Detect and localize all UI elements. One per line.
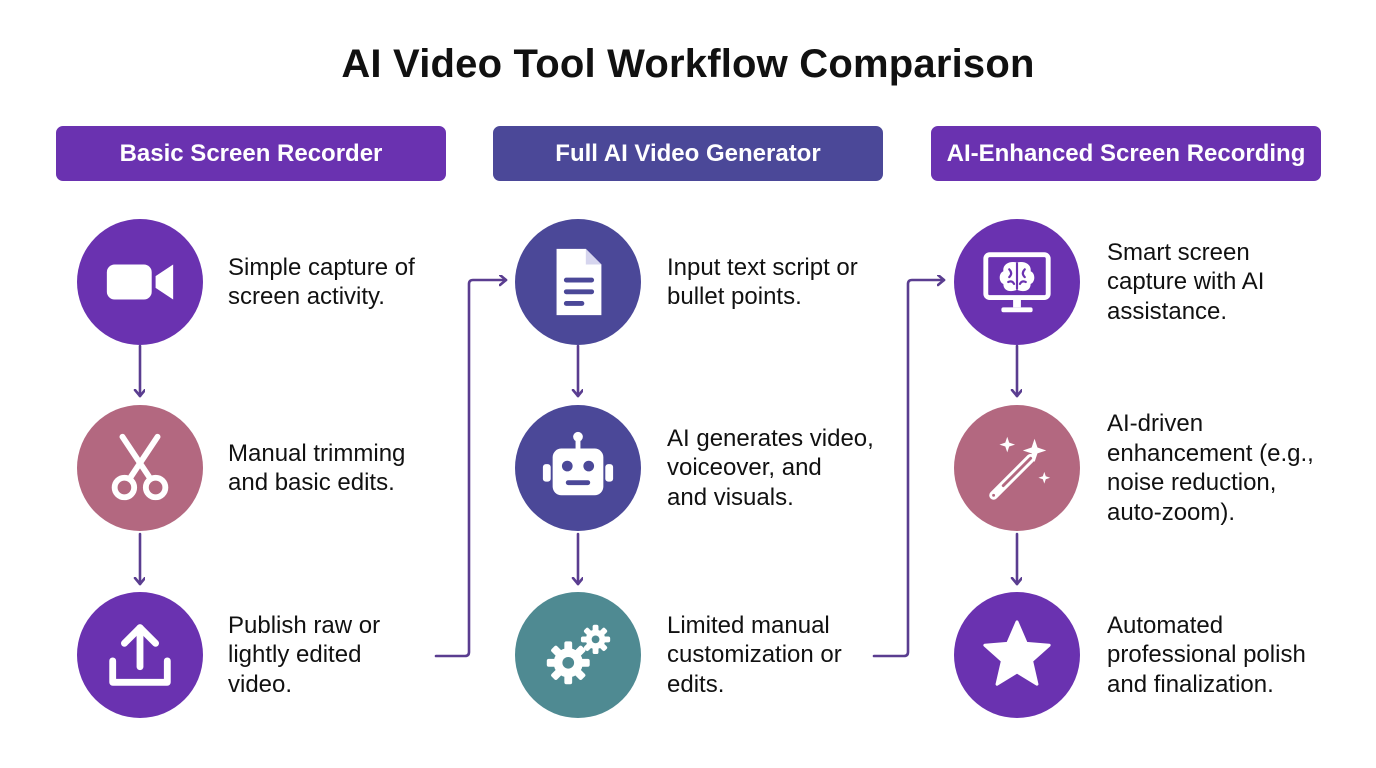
connector-col2-to-col3: [872, 280, 946, 658]
column-header-full-ai-video-generator: Full AI Video Generator: [493, 126, 883, 181]
upload-icon: [109, 624, 171, 686]
step-text-col2-3: Limited manual customization or edits.: [667, 611, 842, 698]
column-header-basic-screen-recorder: Basic Screen Recorder: [56, 126, 446, 181]
step-text-col3-1: Smart screen capture with AI assistance.: [1107, 238, 1265, 325]
step-circle-ai-generates: [515, 405, 641, 531]
step-text-col1-2: Manual trimming and basic edits.: [228, 439, 406, 497]
connector-col1-to-col2: [434, 280, 508, 658]
document-icon: [556, 248, 602, 316]
scissors-icon: [111, 433, 169, 501]
gears-icon: [546, 624, 611, 685]
page-title: AI Video Tool Workflow Comparison: [341, 42, 1035, 86]
step-text-col2-2: AI generates video, voiceover, and and v…: [667, 424, 874, 511]
step-circle-input-script: [515, 219, 641, 345]
step-text-col1-1: Simple capture of screen activity.: [228, 253, 415, 311]
step-circle-limited-manual: [515, 592, 641, 718]
monitor-brain-icon: [983, 252, 1051, 313]
robot-icon: [542, 431, 614, 496]
step-text-col3-2: AI-driven enhancement (e.g., noise reduc…: [1107, 410, 1314, 526]
step-text-col3-3: Automated professional polish and finali…: [1107, 611, 1306, 698]
step-circle-manual-trimming: [77, 405, 203, 531]
column-header-ai-enhanced-screen-recording: AI-Enhanced Screen Recording: [931, 126, 1321, 181]
magic-wand-icon: [989, 436, 1051, 500]
star-icon: [983, 620, 1051, 686]
step-text-col2-1: Input text script or bullet points.: [667, 253, 858, 311]
step-circle-smart-capture: [954, 219, 1080, 345]
video-camera-icon: [106, 264, 174, 300]
step-text-col1-3: Publish raw or lightly edited video.: [228, 611, 381, 698]
step-circle-ai-enhancement: [954, 405, 1080, 531]
step-circle-automated-polish: [954, 592, 1080, 718]
step-circle-simple-capture: [77, 219, 203, 345]
step-circle-publish: [77, 592, 203, 718]
